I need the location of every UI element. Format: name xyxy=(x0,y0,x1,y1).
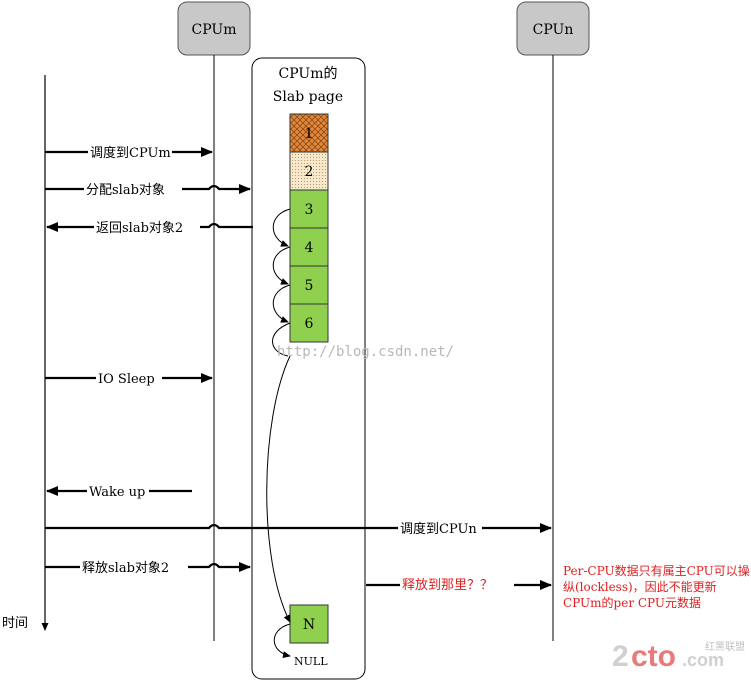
note-line3: CPUm的per CPU元数据 xyxy=(563,595,701,610)
time-label: 时间 xyxy=(2,616,28,631)
slab-slot-4: 4 xyxy=(289,227,329,267)
label-schedule-to-cpum: 调度到CPUm xyxy=(90,145,171,161)
slab-slot-n: N xyxy=(289,604,329,644)
slab-slot-1: 1 xyxy=(289,113,329,153)
slab-slot-5: 5 xyxy=(289,265,329,305)
cpum-label: CPUm xyxy=(192,22,237,38)
note-line2: 纵(lockless)，因此不能更新 xyxy=(563,579,717,594)
slot-2-label: 2 xyxy=(305,164,314,180)
logo-word: cto xyxy=(631,640,676,673)
cpum-header: CPUm xyxy=(177,1,251,56)
arrow-alloc-slab: 分配slab对象 xyxy=(45,180,251,198)
cpun-label: CPUn xyxy=(533,22,574,38)
null-label: NULL xyxy=(294,655,328,668)
slot-4-label: 4 xyxy=(305,240,314,256)
slab-title-line2: Slab page xyxy=(273,89,343,105)
slot-n-label: N xyxy=(303,617,315,633)
label-free-where: 释放到那里？？ xyxy=(402,578,493,593)
slab-slot-2: 2 xyxy=(289,151,329,191)
cpun-header: CPUn xyxy=(516,1,590,56)
free-list-links xyxy=(266,208,291,659)
slot-3-label: 3 xyxy=(305,202,314,218)
logo-digit: 2 xyxy=(612,640,629,673)
slot-6-label: 6 xyxy=(305,316,314,332)
label-return-slab: 返回slab对象2 xyxy=(96,221,183,236)
arrow-free-slab: 释放slab对象2 xyxy=(45,558,251,576)
slot-1-label: 1 xyxy=(305,126,314,142)
arrow-schedule-to-cpum: 调度到CPUm xyxy=(45,143,213,161)
slab-slot-6: 6 xyxy=(289,303,329,343)
label-alloc-slab: 分配slab对象 xyxy=(86,183,165,198)
logo-suffix: .com xyxy=(682,650,724,670)
label-io-sleep: IO Sleep xyxy=(98,372,155,387)
label-free-slab: 释放slab对象2 xyxy=(82,561,169,576)
note-line1: Per-CPU数据只有属主CPU可以操 xyxy=(563,563,750,578)
slab-title-line1: CPUm的 xyxy=(279,66,338,82)
slot-5-label: 5 xyxy=(305,278,314,294)
arrow-wake-up: Wake up xyxy=(46,482,192,500)
slab-slot-3: 3 xyxy=(289,189,329,229)
arrow-schedule-to-cpun: 调度到CPUn xyxy=(45,519,552,537)
label-wake-up: Wake up xyxy=(89,485,145,500)
slab-page-box: CPUm的 Slab page xyxy=(251,57,366,680)
site-logo: 2 cto .com 红黑联盟 xyxy=(612,640,745,673)
arrow-io-sleep: IO Sleep xyxy=(45,369,213,387)
logo-side-text: 红黑联盟 xyxy=(705,640,745,653)
label-schedule-to-cpun: 调度到CPUn xyxy=(400,521,477,537)
per-cpu-note: Per-CPU数据只有属主CPU可以操 纵(lockless)，因此不能更新 C… xyxy=(563,563,750,610)
arrow-return-slab: 返回slab对象2 xyxy=(46,218,253,236)
watermark-url: http://blog.csdn.net/ xyxy=(277,344,454,360)
arrow-free-where: 释放到那里？？ xyxy=(366,575,552,593)
